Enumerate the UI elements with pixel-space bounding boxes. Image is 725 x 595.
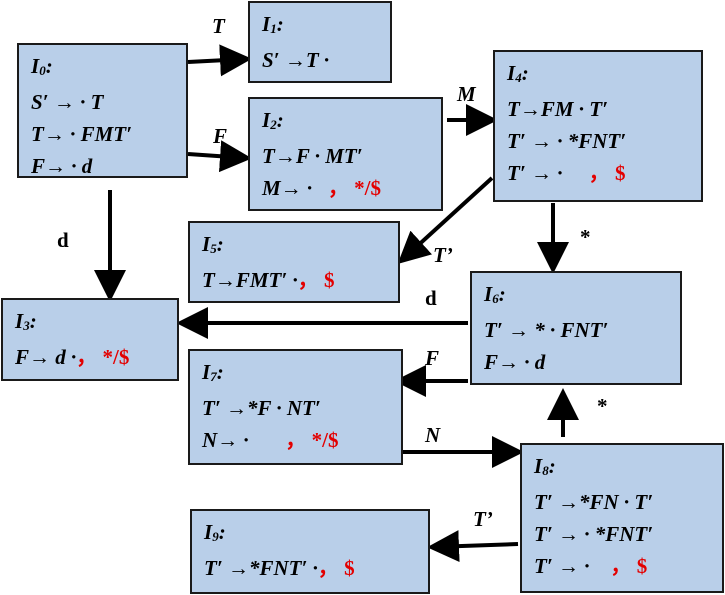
transition-label-i7-i8: N [425,423,441,447]
state-title: I8: [534,454,556,478]
item: F→ · d [484,350,546,374]
item: S′ → · T [31,90,104,114]
lookahead: ， $ [317,556,355,580]
item: F→ d ·， */$ [15,345,130,369]
item: T→FM · T′ [507,97,608,121]
state-title: I1: [262,12,284,36]
state-title: I3: [15,309,37,333]
state-title: I4: [507,61,529,85]
transition-label-i0-i2: F [213,124,228,148]
transition-label-i4-i5: T’ [433,243,453,267]
state-title: I6: [484,282,506,306]
transition-label-i2-i4: M [457,82,476,106]
item: T′ →*FN · T′ [534,490,654,514]
item: F→ · d [31,154,93,178]
arrow-i0-i2 [187,140,252,173]
transition-label-i6-i3: d [425,286,437,310]
item: T→FMT′ ·， $ [202,268,335,292]
state-i6: I6: T′ → * · FNT′ F→ · d [470,271,682,385]
state-i7: I7: T′ →*F · NT′ N→ · ， */$ [188,349,403,465]
lookahead: ， */$ [285,428,339,452]
item: T′ → · *FNT′ [507,129,627,153]
transition-label-i8-i6: * [597,394,608,418]
item: N→ · ， */$ [202,428,339,452]
lookahead: ， */$ [327,176,382,200]
state-i5: I5: T→FMT′ ·， $ [188,221,400,303]
item: T′ →*F · NT′ [202,396,321,420]
state-i1: I1: S′ →T · [248,1,392,83]
item: T′ → · *FNT′ [534,522,654,546]
lookahead: ， $ [610,554,648,578]
item: T′ → * · FNT′ [484,318,609,342]
state-i9: I9: T′ →*FNT′ ·， $ [190,509,430,594]
state-title: I5: [202,232,224,256]
item: M→ · ， */$ [262,176,382,200]
arrow-i4-i5 [397,176,494,265]
state-i0: I0: S′ → · T T→ · FMT′ F→ · d [17,43,188,178]
state-title: I9: [204,520,226,544]
state-i4: I4: T→FM · T′ T′ → · *FNT′ T′ → · ， $ [493,50,703,202]
state-title: I7: [202,360,224,384]
state-title: I0: [31,54,53,78]
item: T′ →*FNT′ ·， $ [204,556,355,580]
state-i8: I8: T′ →*FN · T′ T′ → · *FNT′ T′ → · ， $ [520,443,724,593]
arrow-i8-i9 [427,530,519,563]
state-i3: I3: F→ d ·， */$ [1,298,179,381]
state-i2: I2: T→F · MT′ M→ · ， */$ [248,97,443,211]
item: S′ →T · [262,48,330,72]
transition-label-i4-i6: * [580,225,591,249]
lookahead: ， $ [297,268,335,292]
transition-label-i0-i3: d [57,228,69,252]
lookahead: ， */$ [76,345,130,369]
item: T′ → · ， $ [507,161,626,185]
transition-label-i0-i1: T [212,14,225,38]
item: T′ → · ， $ [534,554,648,578]
item: T→ · FMT′ [31,122,132,146]
arrow-i0-i1 [187,44,252,77]
transition-label-i8-i9: T’ [473,507,493,531]
state-title: I2: [262,108,284,132]
transition-label-i6-i7: F [425,346,440,370]
lookahead: ， $ [588,161,626,185]
item: T→F · MT′ [262,144,363,168]
